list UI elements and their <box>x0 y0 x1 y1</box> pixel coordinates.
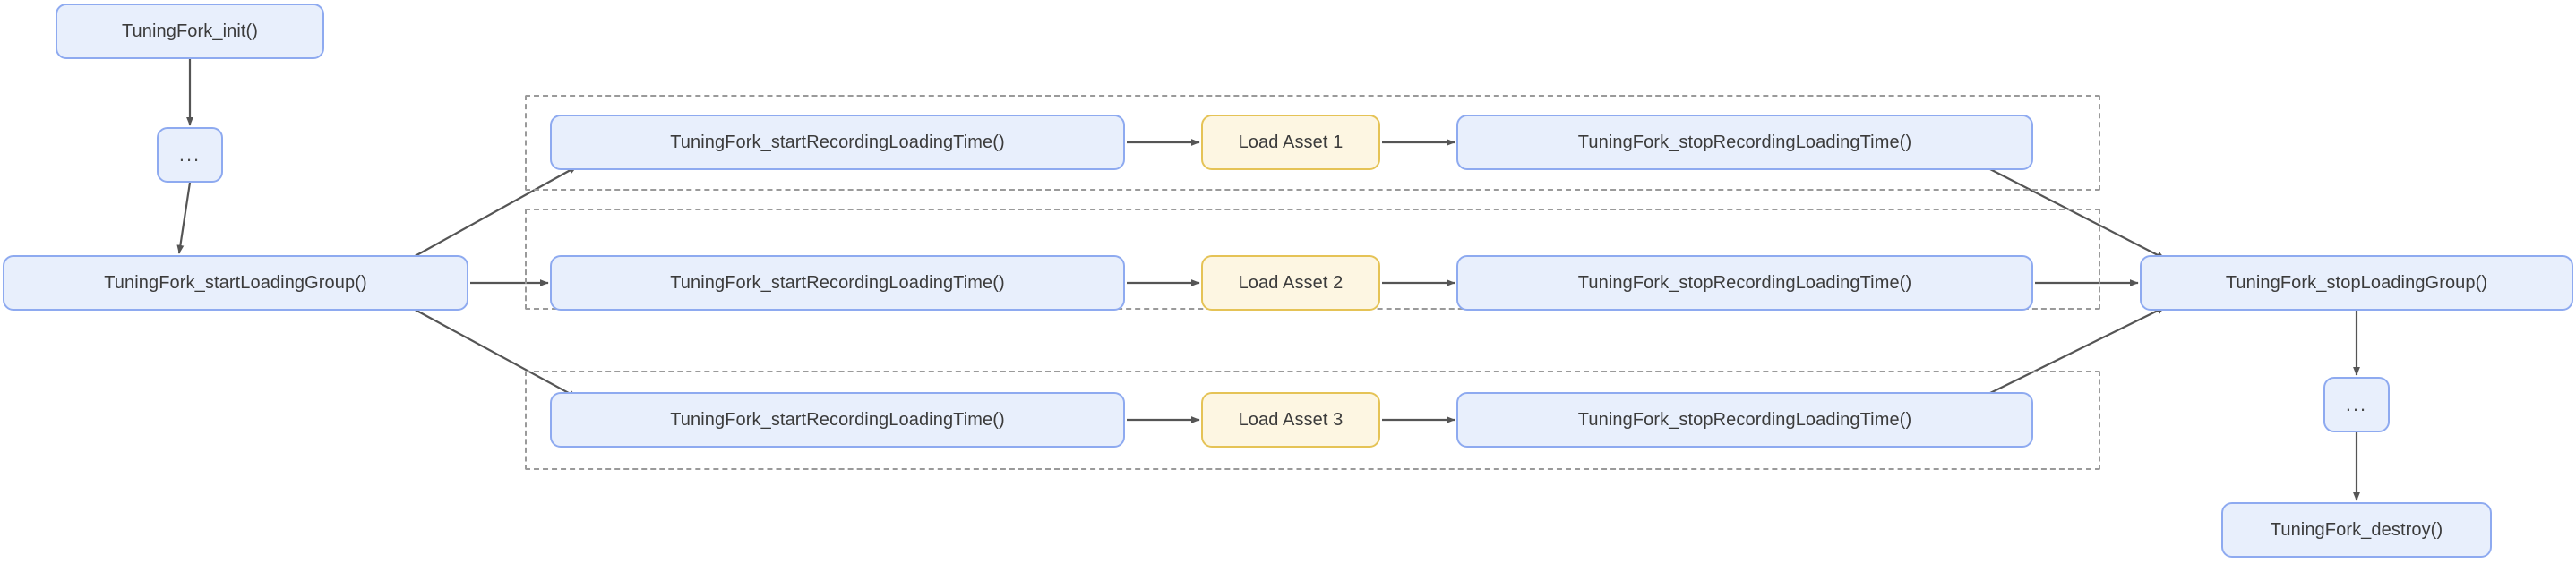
node-start-recording-loading-time-1[interactable]: TuningFork_startRecordingLoadingTime() <box>550 115 1125 170</box>
node-label: TuningFork_startRecordingLoadingTime() <box>670 132 1005 152</box>
node-label: TuningFork_startLoadingGroup() <box>104 272 367 293</box>
node-label: TuningFork_stopRecordingLoadingTime() <box>1577 132 1912 152</box>
node-label: TuningFork_init() <box>121 21 259 41</box>
node-stop-recording-loading-time-3[interactable]: TuningFork_stopRecordingLoadingTime() <box>1456 392 2033 448</box>
node-start-recording-loading-time-2[interactable]: TuningFork_startRecordingLoadingTime() <box>550 255 1125 311</box>
node-label: ... <box>178 143 202 167</box>
loading-group-box-1 <box>525 95 2100 191</box>
node-label: TuningFork_stopRecordingLoadingTime() <box>1577 409 1912 430</box>
node-tuningfork-start-loading-group[interactable]: TuningFork_startLoadingGroup() <box>3 255 468 311</box>
node-load-asset-3[interactable]: Load Asset 3 <box>1201 392 1380 448</box>
node-load-asset-1[interactable]: Load Asset 1 <box>1201 115 1380 170</box>
node-load-asset-2[interactable]: Load Asset 2 <box>1201 255 1380 311</box>
loading-group-box-3 <box>525 371 2100 470</box>
node-ellipsis-bottom[interactable]: ... <box>2323 377 2390 432</box>
node-ellipsis-top[interactable]: ... <box>157 127 223 183</box>
node-tuningfork-init[interactable]: TuningFork_init() <box>56 4 324 59</box>
node-stop-recording-loading-time-2[interactable]: TuningFork_stopRecordingLoadingTime() <box>1456 255 2033 311</box>
node-label: Load Asset 2 <box>1238 272 1344 293</box>
edge-ellipsis-to-start-loading-group <box>176 182 192 254</box>
node-label: TuningFork_destroy() <box>2270 519 2443 540</box>
node-label: TuningFork_startRecordingLoadingTime() <box>670 409 1005 430</box>
node-label: Load Asset 1 <box>1238 132 1344 152</box>
node-label: TuningFork_stopRecordingLoadingTime() <box>1577 272 1912 293</box>
node-label: Load Asset 3 <box>1238 409 1344 430</box>
node-tuningfork-destroy[interactable]: TuningFork_destroy() <box>2221 502 2492 558</box>
node-stop-recording-loading-time-1[interactable]: TuningFork_stopRecordingLoadingTime() <box>1456 115 2033 170</box>
node-label: ... <box>2345 393 2368 416</box>
node-label: TuningFork_startRecordingLoadingTime() <box>670 272 1005 293</box>
node-start-recording-loading-time-3[interactable]: TuningFork_startRecordingLoadingTime() <box>550 392 1125 448</box>
node-tuningfork-stop-loading-group[interactable]: TuningFork_stopLoadingGroup() <box>2140 255 2573 311</box>
node-label: TuningFork_stopLoadingGroup() <box>2225 272 2488 293</box>
